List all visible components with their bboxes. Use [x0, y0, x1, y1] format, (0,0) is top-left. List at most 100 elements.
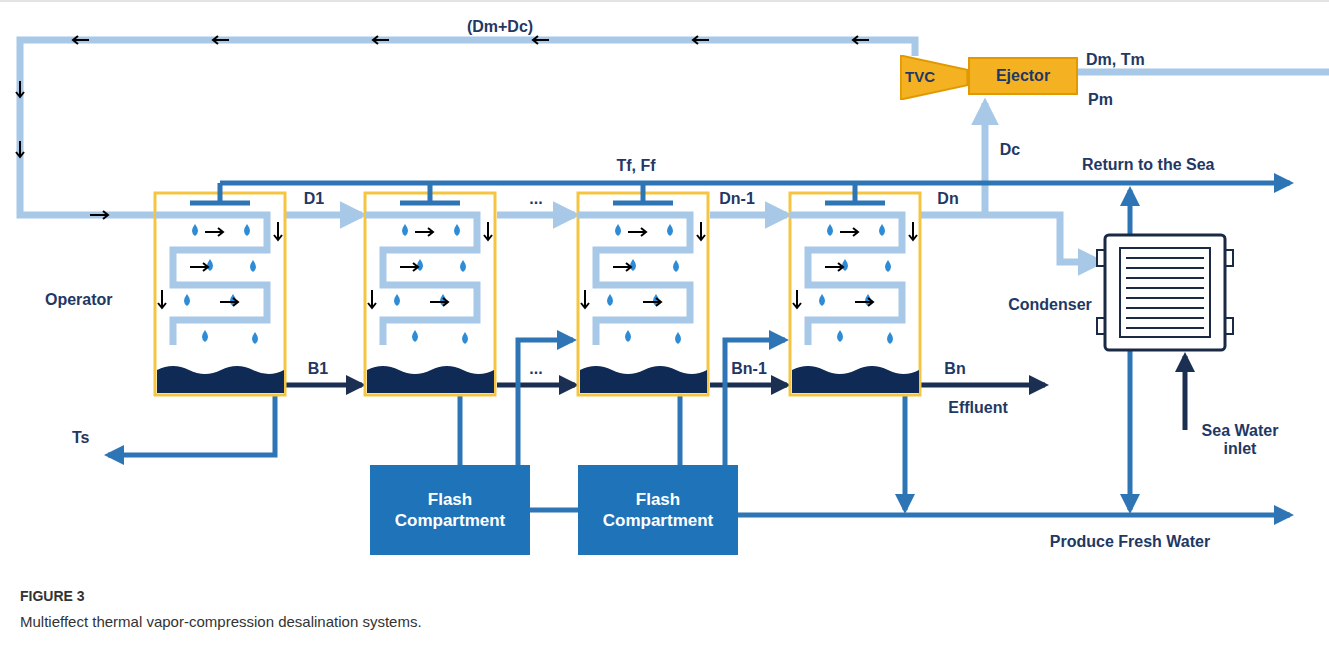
vapor-pipe — [710, 212, 787, 219]
flash-vapor-line — [518, 340, 573, 465]
droplet — [462, 332, 468, 344]
effect-vessel — [155, 183, 285, 395]
feed-line — [220, 181, 1290, 186]
stream-label: Effluent — [948, 399, 1008, 417]
droplet — [244, 224, 250, 236]
fresh-water-line — [738, 513, 1290, 518]
effect-vessel — [578, 183, 708, 395]
stream-label: Return to the Sea — [1082, 156, 1214, 174]
motive-vapor-pipe — [20, 40, 915, 215]
distillate-line — [678, 393, 683, 465]
flow-arrow — [693, 36, 709, 44]
stream-label: ... — [529, 360, 542, 378]
flow-arrow — [909, 222, 917, 240]
flow-arrow — [220, 298, 238, 306]
droplet — [879, 224, 885, 236]
brine-pool — [792, 366, 919, 393]
condenser-plate — [1126, 287, 1204, 289]
flow-arrow — [484, 222, 492, 240]
flow-arrow — [697, 222, 705, 240]
droplet — [842, 259, 848, 271]
flow-arrow — [16, 141, 24, 157]
tvc-outline — [901, 55, 968, 99]
distillate-line — [458, 393, 463, 465]
droplet — [819, 294, 825, 306]
flow-arrow — [430, 298, 448, 306]
stream-label: Dm, Tm — [1086, 51, 1145, 69]
flow-arrow — [533, 36, 549, 44]
droplet — [402, 224, 408, 236]
droplet — [837, 330, 843, 342]
condenser-plate — [1126, 297, 1204, 299]
flash-compartment: Flash Compartment — [370, 465, 530, 555]
flow-arrow — [840, 228, 858, 236]
flow-arrow — [368, 290, 376, 308]
flow-arrow — [855, 298, 873, 306]
condensate-return-line — [108, 393, 275, 455]
flow-arrow — [628, 228, 646, 236]
brine-line — [285, 383, 362, 388]
figure-number: FIGURE 3 — [20, 588, 85, 604]
brine-pool — [157, 366, 284, 393]
condenser-plate — [1126, 327, 1204, 329]
flow-arrow — [274, 222, 282, 240]
heating-coil — [790, 215, 902, 345]
heating-coil — [365, 215, 477, 345]
tvc-compressor: TVC — [900, 55, 968, 100]
vapor-pipe — [497, 212, 575, 219]
stream-label: Tf, Ff — [616, 157, 655, 175]
brine-line — [710, 383, 787, 388]
stream-label: Dn — [937, 190, 958, 208]
effect-vessel — [790, 183, 920, 395]
droplet — [615, 224, 621, 236]
flow-arrow — [853, 36, 869, 44]
stream-label: Bn-1 — [731, 360, 767, 378]
condenser-plate — [1126, 267, 1204, 269]
brine-pool — [367, 366, 494, 393]
condensate-line — [1128, 350, 1133, 510]
feed-sprayer — [825, 183, 885, 203]
droplet — [207, 259, 213, 271]
stream-label: Dc — [1000, 141, 1020, 159]
effect-vessel — [365, 183, 495, 395]
droplet — [252, 332, 258, 344]
stream-label: Condenser — [1008, 296, 1092, 314]
last-effect-vapor-pipe — [920, 215, 1100, 262]
condenser-plate — [1126, 257, 1204, 259]
feed-sprayer — [613, 183, 673, 203]
flash-compartment: Flash Compartment — [578, 465, 738, 555]
brine-pool — [580, 366, 707, 393]
condenser-plate — [1126, 317, 1204, 319]
flow-arrow — [158, 290, 166, 308]
distillate-line — [903, 393, 908, 510]
stream-label: Operator — [45, 291, 113, 309]
stream-label: Sea Water inlet — [1194, 422, 1286, 459]
droplet — [625, 330, 631, 342]
droplet — [667, 224, 673, 236]
droplet — [184, 294, 190, 306]
flow-arrow — [581, 290, 589, 308]
sea-water-inlet-line — [1183, 356, 1188, 430]
motive-steam-pipe — [1078, 69, 1329, 76]
droplet — [673, 260, 679, 272]
droplet — [675, 332, 681, 344]
flash-vapor-line — [725, 340, 785, 465]
flow-arrow — [190, 263, 208, 271]
figure-caption: Multieffect thermal vapor-compression de… — [20, 613, 422, 630]
flow-arrow — [213, 36, 229, 44]
heating-coil — [578, 215, 690, 345]
droplet — [887, 332, 893, 344]
feed-sprayer — [190, 183, 250, 203]
stream-label: B1 — [308, 360, 328, 378]
droplet — [630, 259, 636, 271]
vapor-pipe — [285, 212, 362, 219]
droplet — [202, 330, 208, 342]
heating-coil — [155, 215, 267, 345]
stream-label: Ts — [72, 429, 89, 447]
node-label: TVC — [905, 68, 935, 87]
droplet — [417, 259, 423, 271]
flow-arrow — [613, 263, 631, 271]
top-rule — [0, 1, 1329, 2]
flow-arrow — [793, 290, 801, 308]
